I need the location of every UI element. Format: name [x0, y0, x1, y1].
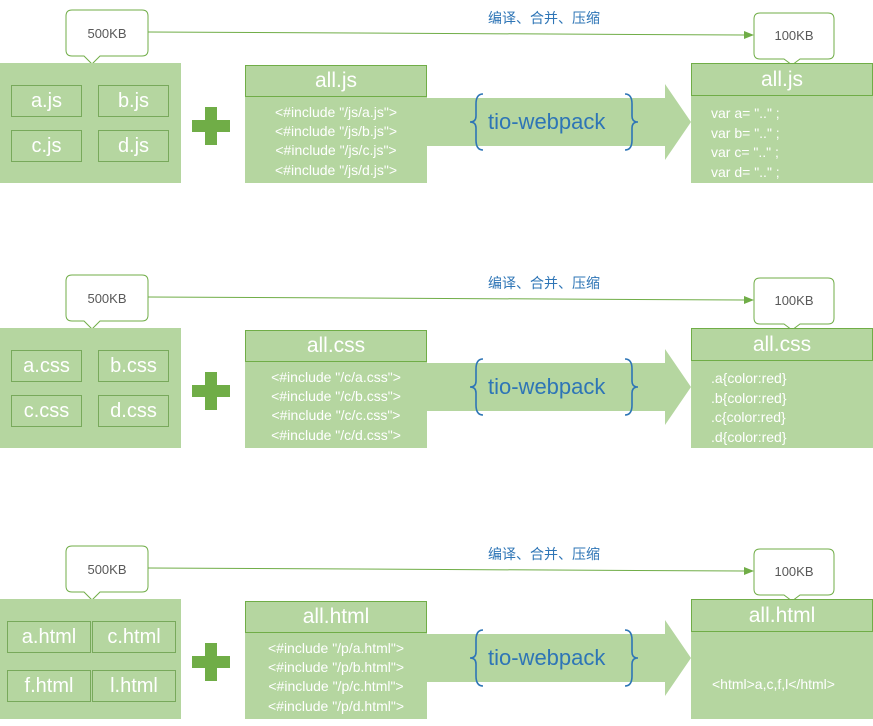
brace-left — [469, 629, 484, 687]
output-title: all.js — [691, 63, 873, 96]
brace-right — [624, 358, 639, 416]
source-file: a.css — [11, 350, 82, 382]
output-panel: all.css .a{color:red} .b{color:red} .c{colo… — [691, 328, 873, 448]
brace-right — [624, 629, 639, 687]
process-arrow — [427, 349, 691, 425]
source-files-panel: a.css b.css c.css d.css — [0, 328, 181, 448]
include-line: <#include "/js/b.js"> — [274, 123, 397, 139]
bundle-title: all.html — [245, 601, 427, 633]
plus-icon-bar — [205, 107, 217, 145]
output-size-bubble — [753, 548, 835, 602]
output-size-bubble — [753, 277, 835, 331]
source-file: d.js — [98, 130, 169, 162]
source-size-bubble — [65, 545, 149, 601]
output-line: var d= ".." ; — [711, 163, 780, 180]
source-file: a.js — [11, 85, 82, 117]
flow-line — [147, 296, 745, 301]
source-size-bubble — [65, 274, 149, 330]
include-line: <#include "/c/d.css"> — [271, 427, 401, 443]
flow-arrowhead — [744, 31, 754, 39]
plus-icon — [192, 107, 230, 145]
brace-right — [624, 93, 639, 151]
plus-icon-bar — [205, 643, 217, 681]
flow-label: 编译、合并、压缩 — [488, 10, 600, 26]
tool-label: tio-webpack — [488, 374, 606, 399]
output-line: .c{color:red} — [711, 409, 786, 425]
tool-label: tio-webpack — [488, 645, 606, 670]
include-line: <#include "/js/a.js"> — [274, 104, 397, 120]
output-title: all.css — [691, 328, 873, 361]
source-file: f.html — [7, 670, 91, 702]
plus-icon — [192, 372, 230, 410]
plus-icon — [192, 643, 230, 681]
source-file: b.js — [98, 85, 169, 117]
output-line: .d{color:red} — [711, 428, 787, 445]
flow-label: 编译、合并、压缩 — [488, 546, 600, 562]
include-line: <#include "/p/c.html"> — [268, 678, 404, 694]
source-file: d.css — [98, 395, 169, 427]
source-size: 500KB — [87, 562, 127, 577]
output-line: var b= ".." ; — [711, 124, 780, 141]
source-file: c.css — [11, 395, 82, 427]
bundle-title: all.css — [245, 330, 427, 362]
output-size: 100KB — [774, 293, 814, 308]
source-file: a.html — [7, 621, 91, 653]
section-1: a.js b.js c.js d.js all.js <#include "/js/a.j… — [0, 0, 873, 200]
source-size: 500KB — [87, 26, 127, 41]
flow-arrowhead — [744, 567, 754, 575]
source-files-panel: a.js b.js c.js d.js — [0, 63, 181, 183]
connector-layer — [65, 545, 835, 696]
source-file: c.js — [11, 130, 82, 162]
include-line: <#include "/c/a.css"> — [271, 369, 401, 385]
section-2: a.css b.css c.css d.css all.css <#include "/c… — [0, 265, 873, 465]
flow-arrowhead — [744, 296, 754, 304]
brace-left — [469, 358, 484, 416]
process-arrow — [427, 84, 691, 160]
tool-label: tio-webpack — [488, 109, 606, 134]
output-panel: all.html <html>a,c,f,l</html> — [691, 599, 873, 719]
output-line: var c= ".." ; — [711, 144, 779, 160]
connector-layer — [65, 274, 835, 425]
source-file: l.html — [92, 670, 176, 702]
include-line: <#include "/c/b.css"> — [271, 388, 401, 404]
output-line: <html>a,c,f,l</html> — [712, 676, 835, 692]
output-line: .a{color:red} — [711, 370, 787, 386]
bundle-title: all.js — [245, 65, 427, 97]
process-arrow — [427, 620, 691, 696]
output-size: 100KB — [774, 28, 814, 43]
bundle-panel: all.js <#include "/js/a.js"> <#include "/j… — [245, 65, 427, 183]
bundle-panel: all.css <#include "/c/a.css"> <#include "/… — [245, 330, 427, 448]
source-file: c.html — [92, 621, 176, 653]
include-line: <#include "/p/b.html"> — [267, 659, 405, 675]
flow-label: 编译、合并、压缩 — [488, 275, 600, 291]
include-line: <#include "/p/a.html"> — [267, 640, 405, 656]
flow-line — [147, 567, 745, 572]
bundle-panel: all.html <#include "/p/a.html"> <#include … — [245, 601, 427, 719]
source-file: b.css — [98, 350, 169, 382]
output-title: all.html — [691, 599, 873, 632]
include-line: <#include "/js/c.js"> — [275, 142, 397, 158]
source-size: 500KB — [87, 291, 127, 306]
include-line: <#include "/js/d.js"> — [274, 162, 397, 178]
source-size-bubble — [65, 9, 149, 65]
output-line: .b{color:red} — [711, 389, 787, 406]
include-line: <#include "/c/c.css"> — [271, 407, 401, 423]
brace-left — [469, 93, 484, 151]
output-line: var a= ".." ; — [711, 105, 780, 121]
connector-layer — [65, 9, 835, 160]
output-panel: all.js var a= ".." ; var b= ".." ; var c= "… — [691, 63, 873, 183]
plus-icon-bar — [205, 372, 217, 410]
output-size: 100KB — [774, 564, 814, 579]
output-size-bubble — [753, 12, 835, 66]
include-line: <#include "/p/d.html"> — [267, 698, 405, 714]
flow-line — [147, 31, 745, 36]
